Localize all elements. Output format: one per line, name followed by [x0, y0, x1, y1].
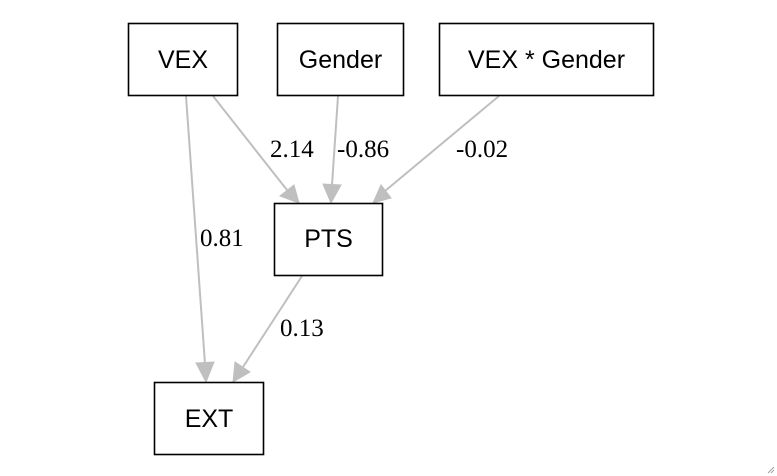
node-label-pts: PTS [304, 225, 353, 253]
node-pts: PTS [273, 202, 384, 277]
node-ext: EXT [153, 381, 265, 456]
node-gender: Gender [276, 22, 405, 97]
edge-label-vex-ext: 0.81 [200, 225, 244, 252]
node-vex: VEX [127, 22, 239, 97]
edge-label-pts-ext: 0.13 [280, 315, 324, 342]
resize-grip-icon[interactable] [765, 464, 775, 474]
node-vex-gender: VEX * Gender [438, 22, 655, 97]
edge-vex-gender-pts: -0.02 [372, 95, 508, 204]
node-label-vex: VEX [158, 46, 208, 74]
edge-gender-pts: -0.86 [322, 95, 389, 205]
edge-vex-ext: 0.81 [185, 95, 244, 384]
edge-label-gender-pts: -0.86 [337, 136, 389, 163]
edge-vex-pts: 2.14 [212, 95, 314, 204]
node-label-gender: Gender [299, 46, 382, 74]
edge-label-vex-pts: 2.14 [270, 136, 314, 163]
node-label-vex-gender: VEX * Gender [468, 46, 625, 74]
node-label-ext: EXT [185, 405, 234, 433]
edge-label-vex-gender-pts: -0.02 [456, 136, 508, 163]
edge-pts-ext: 0.13 [232, 275, 324, 383]
